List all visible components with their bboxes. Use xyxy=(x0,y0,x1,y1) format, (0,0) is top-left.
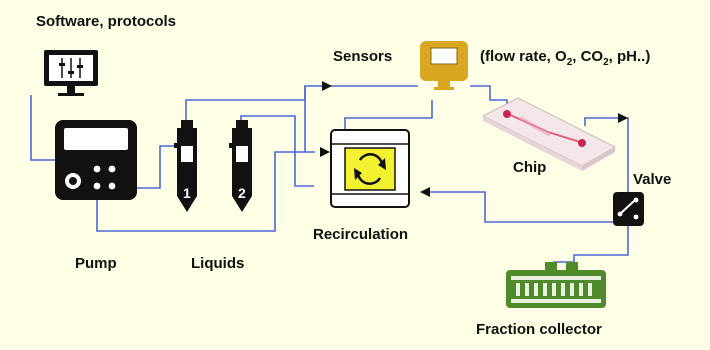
valve-label: Valve xyxy=(633,171,672,188)
arrow-to-valve xyxy=(618,113,628,123)
arrow-from-valve xyxy=(420,187,430,197)
tube-recirc-loop xyxy=(304,86,433,152)
tube-monitor-pump xyxy=(30,95,55,161)
pump-label: Pump xyxy=(75,255,117,272)
tube-valve-collector xyxy=(573,226,629,268)
flow-arrows xyxy=(320,81,628,197)
liquid-vial-2 xyxy=(229,120,252,212)
tube-vial2-recirculation xyxy=(240,115,314,187)
arrow-to-recirc-left xyxy=(320,147,330,157)
arrow-to-sensors xyxy=(322,81,332,91)
tube-pump-recirculation xyxy=(96,151,315,232)
tube-chip-valve xyxy=(584,117,629,192)
sensors-label: Sensors xyxy=(333,48,393,65)
tube-valve-recirculation xyxy=(425,191,613,223)
valve-icon xyxy=(613,192,644,226)
fraction-collector-icon xyxy=(506,262,606,308)
recirculation-label: Recirculation xyxy=(313,226,409,243)
vial-2-number: 2 xyxy=(238,185,246,201)
recirculation-arrows-icon xyxy=(330,129,410,208)
vial-1-number: 1 xyxy=(183,185,191,201)
monitor-sliders-icon xyxy=(44,50,98,96)
liquid-vial-1 xyxy=(174,120,197,212)
software-label: Software, protocols xyxy=(36,13,177,30)
microfluidic-chip-icon xyxy=(481,97,617,171)
liquids-label: Liquids xyxy=(191,255,245,272)
sensor-parameters-label: (flow rate, O2, CO2, pH..) xyxy=(480,48,651,68)
fraction-collector-label: Fraction collector xyxy=(476,321,602,338)
pump-device-icon xyxy=(55,120,137,200)
sensor-monitor-icon xyxy=(420,41,468,90)
chip-label: Chip xyxy=(513,159,547,176)
